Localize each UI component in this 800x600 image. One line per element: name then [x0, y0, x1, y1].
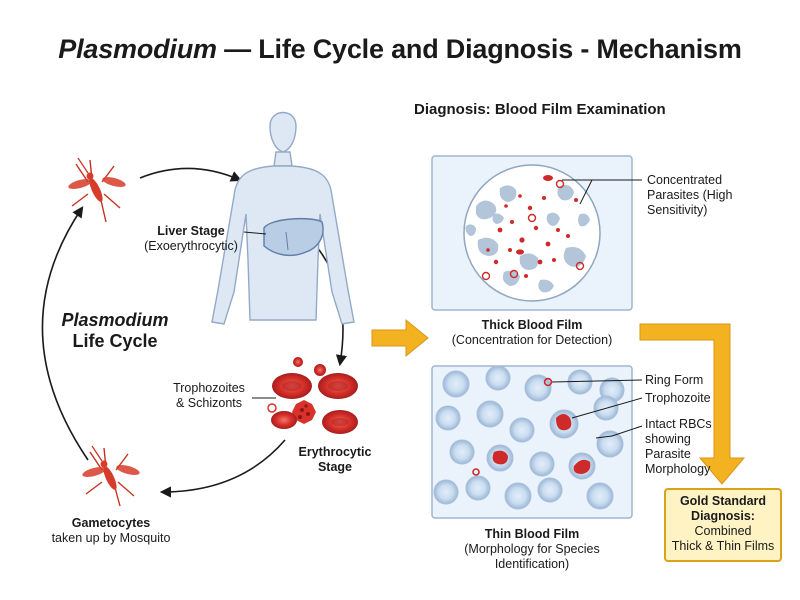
human-body-icon — [211, 111, 355, 325]
mosquito-icon — [68, 157, 126, 223]
life-cycle-arrows — [41, 167, 347, 498]
thick-film-label: Thick Blood Film(Concentration for Detec… — [451, 318, 613, 347]
ring-form-label: Ring Form — [645, 373, 704, 387]
trophozoites-label: Trophozoites& Schizonts — [173, 381, 245, 410]
gold-arrow-to-gold-standard — [639, 323, 746, 485]
page-title: Plasmodium — Life Cycle and Diagnosis - … — [58, 34, 742, 64]
liver-stage-pointer — [243, 231, 267, 235]
trophozoite-label: Trophozoite — [645, 391, 711, 405]
liver-stage-label: Liver Stage(Exoerythrocytic) — [144, 224, 238, 253]
arrow-mosquito-to-human — [139, 167, 243, 182]
thick-film-callout-lines — [562, 179, 642, 205]
liver-icon — [263, 217, 324, 257]
mosquito-icon — [82, 445, 140, 507]
diagnosis-title: Diagnosis: Blood Film Examination — [414, 101, 666, 118]
arrow-gametocytes-to-mosquito — [41, 206, 89, 461]
thin-film-callout-lines — [551, 379, 643, 439]
arrow-blood-to-gametocytes — [159, 439, 286, 498]
gold-arrow-to-thick-film — [371, 318, 429, 358]
thin-film-panel — [431, 365, 633, 519]
erythrocyte-cluster — [267, 357, 358, 434]
thick-film-panel — [431, 155, 633, 311]
